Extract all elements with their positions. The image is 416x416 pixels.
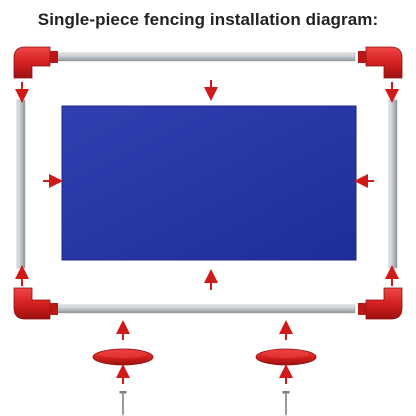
bottom-rail	[57, 304, 356, 314]
base-stand-left-icon	[92, 348, 154, 366]
corner-connector-top-right-icon	[358, 46, 403, 79]
fence-panel	[61, 105, 357, 261]
ground-nail-right-icon	[282, 391, 290, 416]
right-rail	[388, 99, 398, 269]
left-rail	[16, 99, 26, 269]
corner-connector-bottom-right-icon	[358, 287, 403, 320]
diagram-title: Single-piece fencing installation diagra…	[37, 10, 379, 29]
corner-connector-top-left-icon	[13, 46, 58, 79]
ground-nail-left-icon	[119, 391, 127, 416]
base-stand-right-icon	[255, 348, 317, 366]
top-rail	[57, 52, 356, 62]
corner-connector-bottom-left-icon	[13, 287, 58, 320]
